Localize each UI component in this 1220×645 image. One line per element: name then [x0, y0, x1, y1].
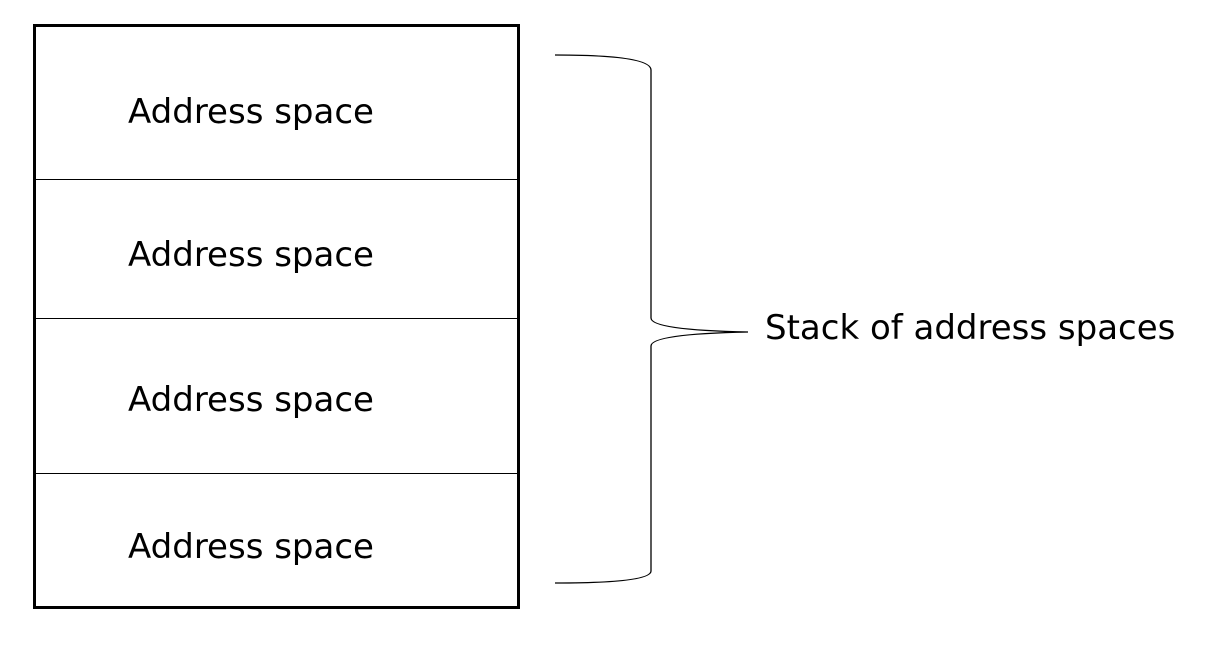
address-space-label: Address space: [128, 92, 374, 132]
address-space-label: Address space: [128, 235, 374, 275]
address-space-block: Address space: [36, 180, 517, 319]
address-space-label: Address space: [128, 527, 374, 567]
address-space-label: Address space: [128, 380, 374, 420]
stack-label: Stack of address spaces: [765, 308, 1176, 348]
address-space-block: Address space: [36, 27, 517, 180]
address-space-block: Address space: [36, 319, 517, 474]
address-space-block: Address space: [36, 474, 517, 606]
address-space-stack: Address space Address space Address spac…: [33, 24, 520, 609]
